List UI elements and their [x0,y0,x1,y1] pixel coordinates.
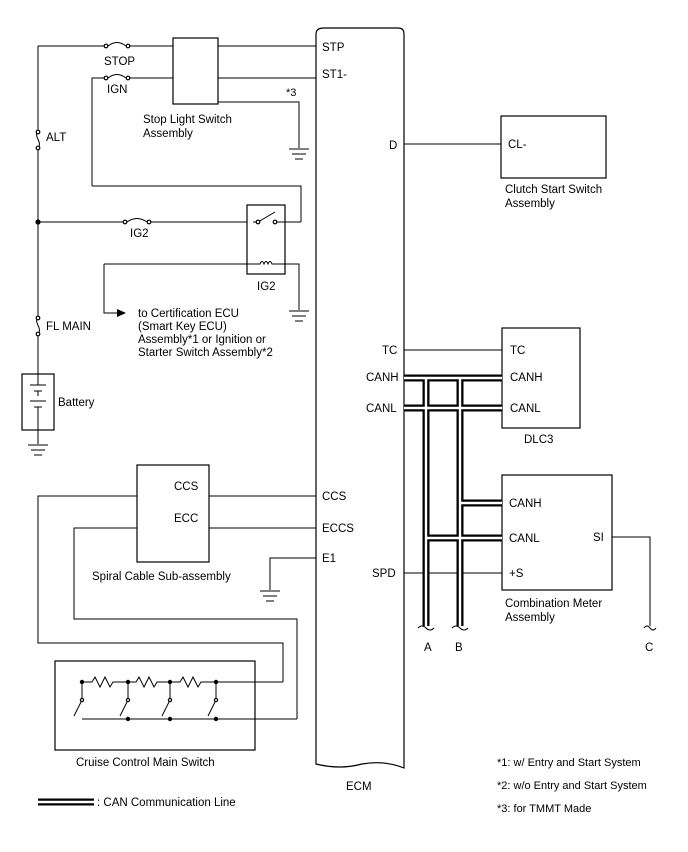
stop-light-switch-label: Stop Light Switch Assembly [143,114,235,140]
note-2: *2: w/o Entry and Start System [497,780,647,792]
can-line-legend-text: : CAN Communication Line [97,797,236,809]
continuation-break-icon [417,625,435,631]
fl-main-fuse-label: FL MAIN [46,321,91,333]
dlc3-label: DLC3 [524,434,553,446]
ecm-pin-ccs: CCS [322,491,347,503]
note-3: *3: for TMMT Made [497,803,591,815]
cruise-switch-circuit [73,675,297,722]
ig2-relay-coil [254,261,279,266]
stop-fuse [107,42,127,47]
meter-pin-si: SI [593,532,604,544]
battery-icon [30,374,46,430]
ig2-relay-label: IG2 [257,281,276,293]
note-1: *1: w/ Entry and Start System [497,757,641,769]
ecm-block [315,27,405,769]
dlc3-box [501,327,581,429]
ig2-fuse [126,218,148,223]
ig2-fuse-label: IG2 [130,228,149,240]
ecm-pin-tc: TC [382,345,397,357]
dlc3-pin-tc: TC [510,345,525,357]
meter-pin-canl: CANL [509,533,540,545]
combination-meter-box [501,474,613,591]
can-bus [404,374,502,626]
ground-icon [289,310,309,322]
spiral-pin-ecc: ECC [174,513,198,525]
continuation-break-icon [451,625,469,631]
ecm-pin-e1: E1 [322,553,336,565]
clutch-pin-cl: CL- [508,139,527,151]
ig2-relay-box [246,204,286,275]
ign-fuse-label: IGN [107,84,127,96]
ground-icon [289,148,309,160]
footnote-marker-3: *3 [286,87,296,99]
battery-label: Battery [58,397,95,409]
spiral-cable-label: Spiral Cable Sub-assembly [92,571,231,583]
spiral-cable-box [136,464,210,563]
ecm-pin-st1: ST1- [322,69,347,81]
ecm-pin-canh: CANH [366,372,399,384]
arrow-icon [117,309,126,317]
dlc3-pin-canh: CANH [510,372,543,384]
cruise-control-switch-box [54,660,256,751]
ecm-pin-stp: STP [322,42,345,54]
stop-light-switch-box [172,37,219,105]
ecm-pin-spd: SPD [372,568,396,580]
cruise-control-switch-label: Cruise Control Main Switch [76,757,215,769]
ign-fuse [107,74,127,79]
meter-pin-canh: CANH [509,498,542,510]
ground-icon [28,444,48,456]
clutch-start-switch-label: Clutch Start Switch Assembly [505,184,605,210]
ground-icon [260,590,280,602]
continuation-label-b: B [455,642,463,654]
combination-meter-label: Combination Meter Assembly [505,598,605,624]
ecm-pin-d: D [389,140,397,152]
ecm-pin-canl: CANL [366,403,397,415]
continuation-label-c: C [645,642,653,654]
continuation-label-a: A [424,642,432,654]
dlc3-pin-canl: CANL [510,403,541,415]
ecm-label: ECM [346,781,372,793]
spiral-pin-ccs: CCS [174,481,199,493]
continuation-break-icon [643,625,657,631]
clutch-start-switch-box [500,115,607,179]
meter-pin-s: +S [509,568,524,580]
stop-fuse-label: STOP [104,56,135,68]
ecm-pin-eccs: ECCS [322,523,354,535]
alt-fuse-label: ALT [46,132,66,144]
certification-ecu-label: to Certification ECU (Smart Key ECU) Ass… [138,308,273,359]
